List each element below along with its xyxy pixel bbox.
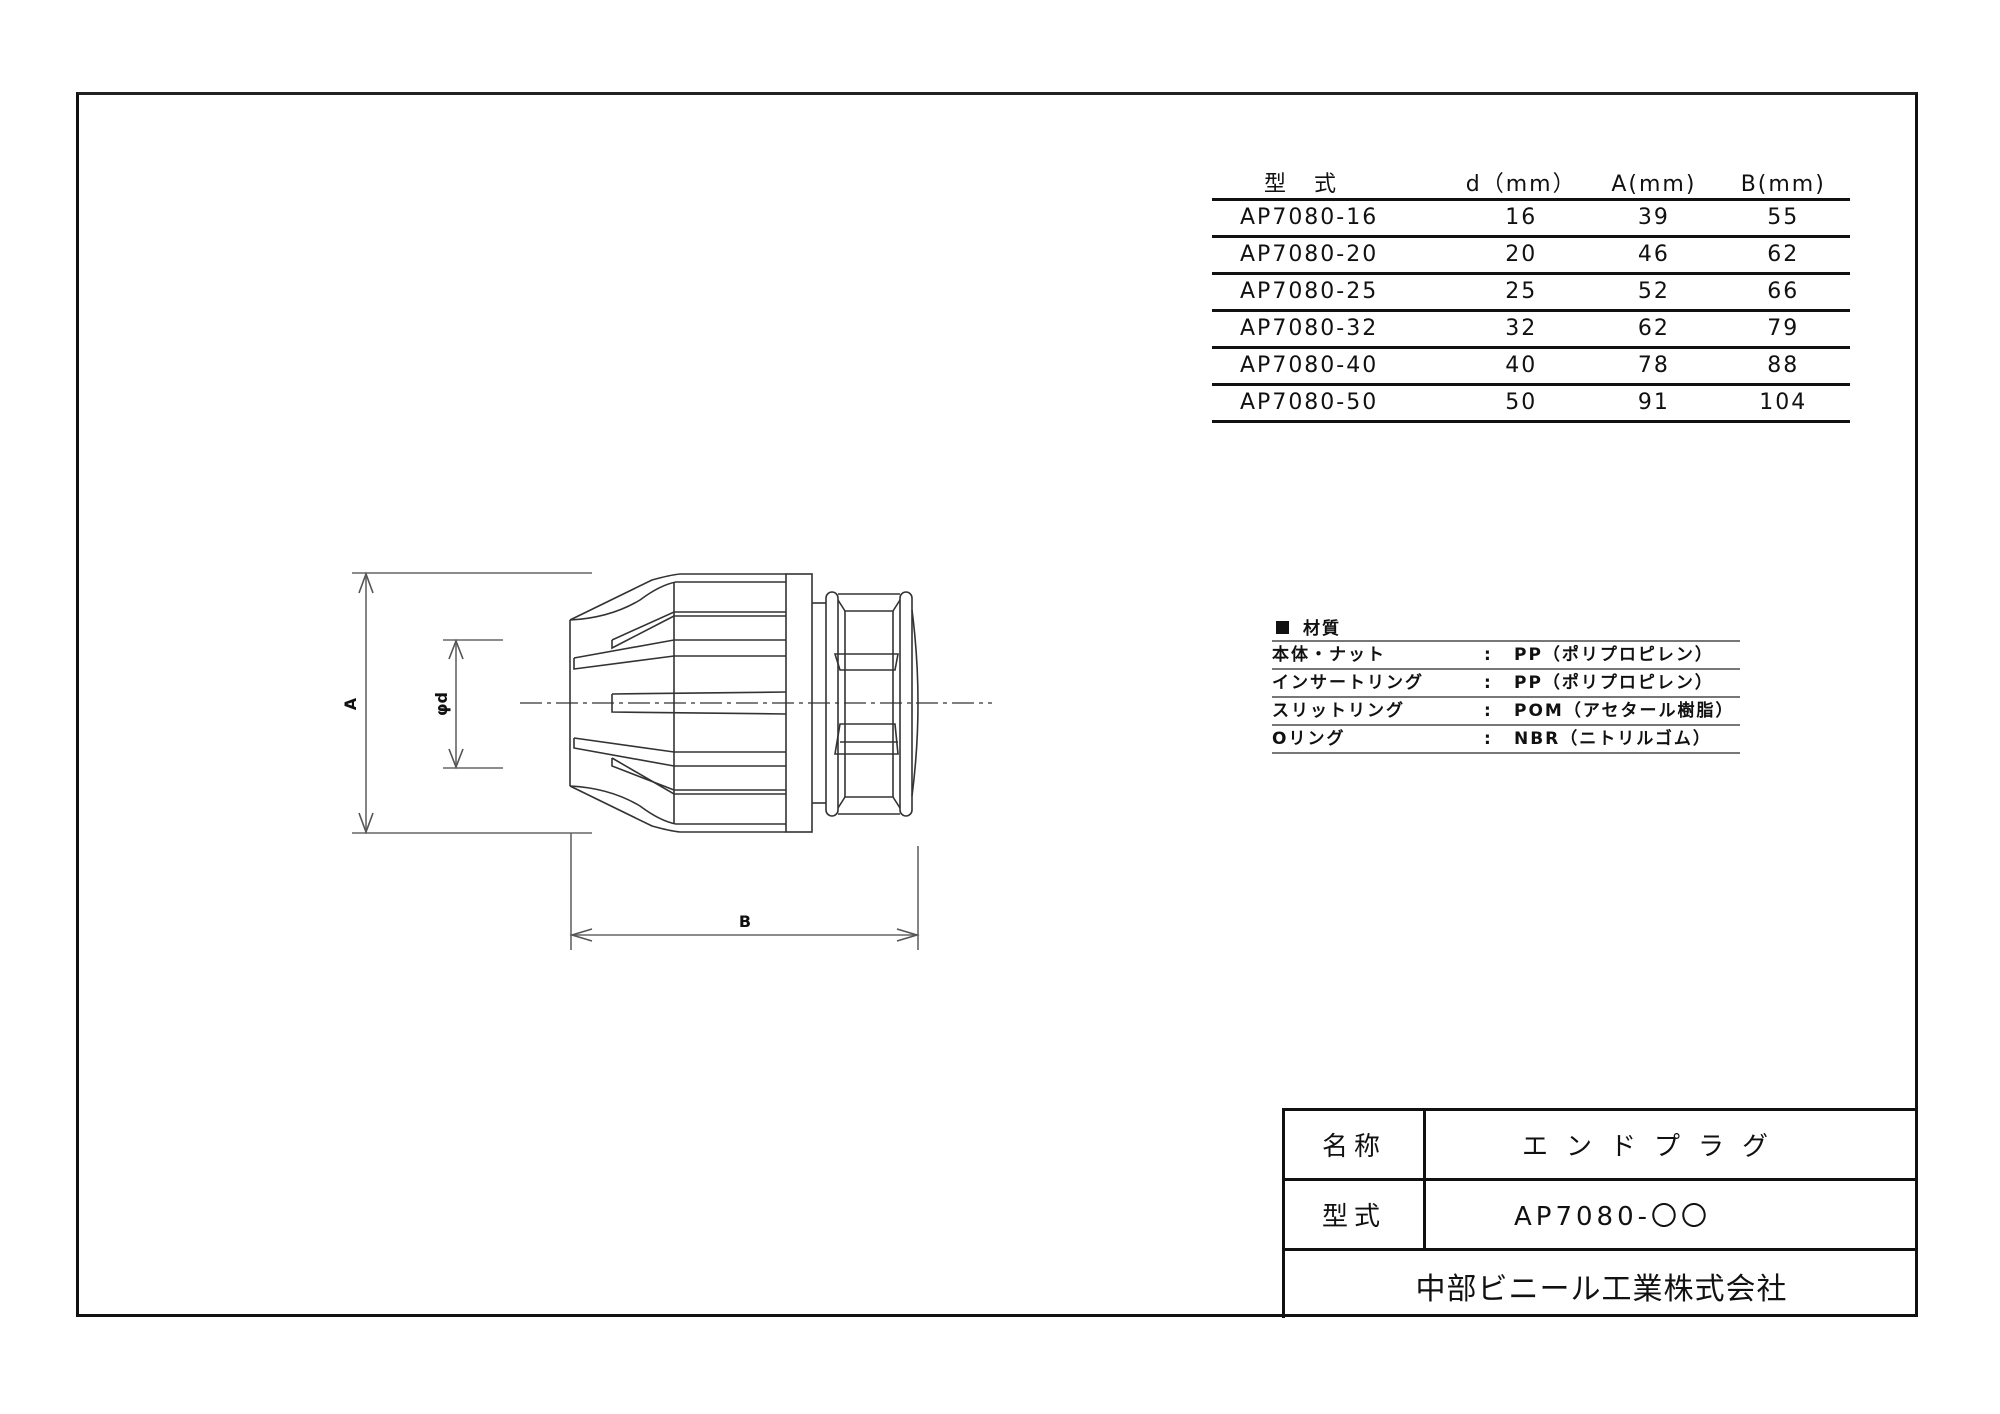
cell-d: 20	[1451, 236, 1592, 275]
cell-model: AP7080-20	[1212, 236, 1452, 275]
material-row: 本体・ナット : PP（ポリプロピレン）	[1272, 642, 1740, 670]
cell-model: AP7080-32	[1212, 310, 1452, 349]
table-row: AP7080-40 40 78 88	[1212, 347, 1850, 386]
table-row: AP7080-50 50 91 104	[1212, 384, 1850, 423]
table-row: AP7080-20 20 46 62	[1212, 236, 1850, 275]
table-row: AP7080-16 16 39 55	[1212, 199, 1850, 238]
cell-a: 78	[1591, 347, 1717, 386]
cell-b: 55	[1716, 199, 1850, 238]
cell-model: AP7080-16	[1212, 199, 1452, 238]
cell-a: 46	[1591, 236, 1717, 275]
material-part: インサートリング	[1272, 673, 1424, 693]
cell-d: 16	[1451, 199, 1592, 238]
product-name: エンドプラグ	[1522, 1132, 1787, 1162]
cell-b: 66	[1716, 273, 1850, 312]
name-label: 名称	[1285, 1111, 1426, 1178]
title-block: 名称 エンドプラグ 型式 AP7080-〇〇 中部ビニール工業株式会社	[1282, 1108, 1918, 1318]
material-colon: :	[1484, 701, 1493, 721]
table-row: AP7080-32 32 62 79	[1212, 310, 1850, 349]
materials-title: 材質	[1272, 618, 1740, 642]
material-value: PP（ポリプロピレン）	[1514, 673, 1714, 693]
materials-title-text: 材質	[1303, 619, 1341, 639]
square-bullet-icon	[1276, 621, 1289, 634]
cell-d: 40	[1451, 347, 1592, 386]
cell-d: 32	[1451, 310, 1592, 349]
cell-b: 79	[1716, 310, 1850, 349]
cell-b: 104	[1716, 384, 1850, 423]
materials-section: 材質 本体・ナット : PP（ポリプロピレン） インサートリング : PP（ポリ…	[1272, 618, 1740, 754]
material-value: NBR（ニトリルゴム）	[1514, 729, 1712, 749]
dim-b-label: B	[739, 912, 751, 931]
title-block-name-row: 名称 エンドプラグ	[1285, 1111, 1918, 1181]
company-name: 中部ビニール工業株式会社	[1415, 1272, 1788, 1307]
cell-d: 25	[1451, 273, 1592, 312]
table-row: AP7080-25 25 52 66	[1212, 273, 1850, 312]
model-number: AP7080-〇〇	[1514, 1202, 1712, 1232]
cell-model: AP7080-50	[1212, 384, 1452, 423]
material-value: POM（アセタール樹脂）	[1514, 701, 1735, 721]
material-colon: :	[1484, 645, 1493, 665]
material-colon: :	[1484, 729, 1493, 749]
cell-b: 88	[1716, 347, 1850, 386]
cell-a: 52	[1591, 273, 1717, 312]
header-a: A(mm)	[1591, 172, 1717, 201]
material-row: Oリング : NBR（ニトリルゴム）	[1272, 726, 1740, 754]
cell-model: AP7080-25	[1212, 273, 1452, 312]
cell-a: 39	[1591, 199, 1717, 238]
material-part: 本体・ナット	[1272, 645, 1386, 665]
cell-a: 62	[1591, 310, 1717, 349]
cell-model: AP7080-40	[1212, 347, 1452, 386]
model-label: 型式	[1285, 1181, 1426, 1248]
spec-table-header: 型式 d（mm） A(mm) B(mm)	[1212, 172, 1850, 201]
material-colon: :	[1484, 673, 1493, 693]
header-d: d（mm）	[1451, 172, 1592, 201]
spec-table: 型式 d（mm） A(mm) B(mm) AP7080-16 16 39 55 …	[1212, 172, 1850, 423]
cell-a: 91	[1591, 384, 1717, 423]
material-part: スリットリング	[1272, 701, 1405, 721]
material-part: Oリング	[1272, 729, 1346, 749]
material-row: スリットリング : POM（アセタール樹脂）	[1272, 698, 1740, 726]
dim-d-label: φd	[432, 692, 451, 716]
header-b: B(mm)	[1716, 172, 1850, 201]
cell-d: 50	[1451, 384, 1592, 423]
title-block-model-row: 型式 AP7080-〇〇	[1285, 1181, 1918, 1251]
dim-a-label: A	[341, 697, 360, 710]
cell-b: 62	[1716, 236, 1850, 275]
material-value: PP（ポリプロピレン）	[1514, 645, 1714, 665]
drawing-frame	[76, 92, 1918, 1317]
header-model: 型式	[1212, 172, 1452, 201]
material-row: インサートリング : PP（ポリプロピレン）	[1272, 670, 1740, 698]
